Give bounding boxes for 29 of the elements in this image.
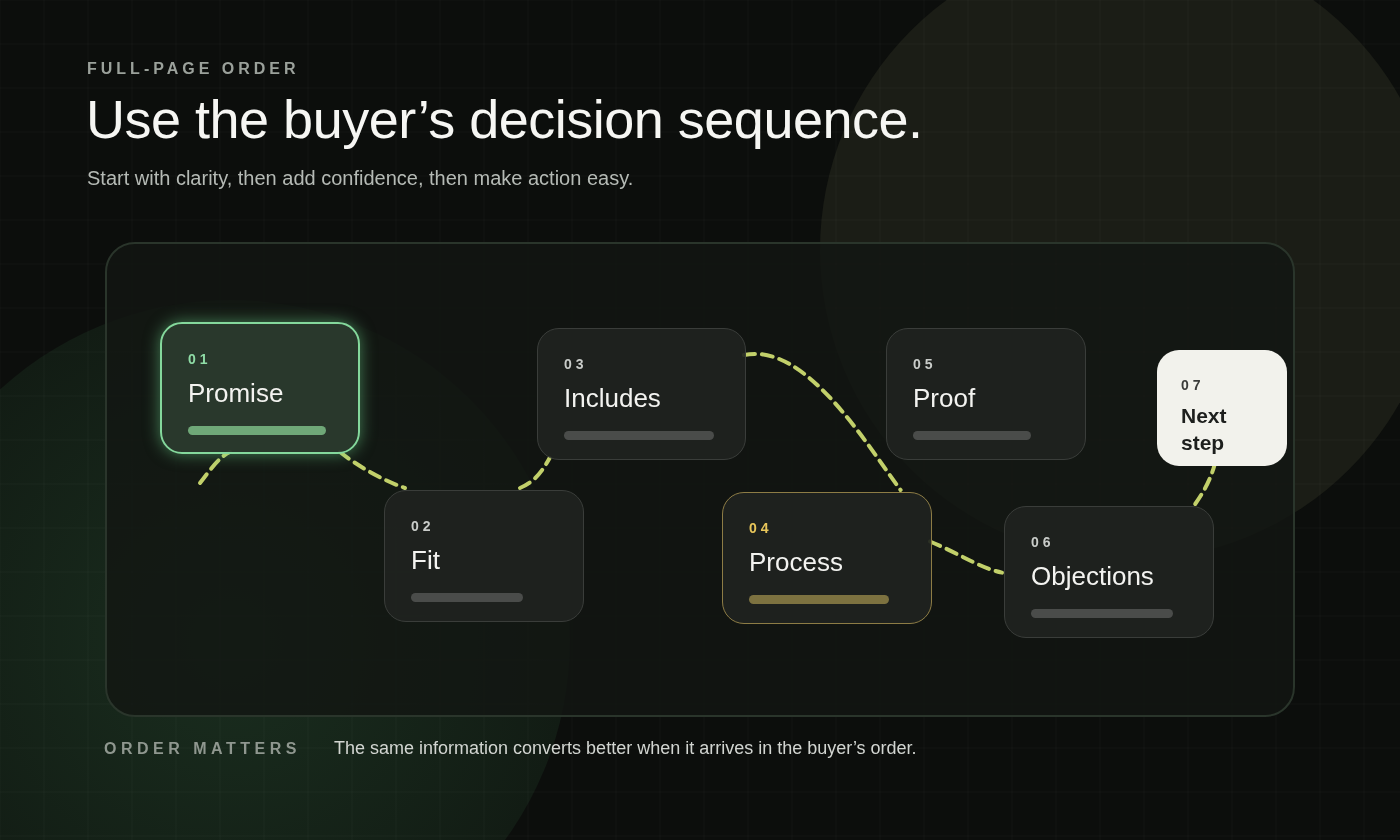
step-number: 01 — [188, 351, 212, 367]
step-card — [722, 492, 932, 624]
step-card — [160, 322, 360, 454]
connector-line — [518, 456, 552, 490]
step-card — [537, 328, 746, 460]
footer-heading: ORDER MATTERS — [104, 740, 301, 758]
step-title: Next step — [1181, 403, 1228, 457]
step-title: Includes — [564, 383, 662, 414]
step-number: 04 — [749, 520, 773, 536]
step-number: 06 — [1031, 534, 1055, 550]
step-title: Fit — [411, 545, 441, 576]
step-card — [384, 490, 584, 622]
step-title: Objections — [1031, 561, 1155, 592]
step-number: 05 — [913, 356, 937, 372]
panel-background — [105, 242, 1295, 717]
footer-note: The same information converts better when it arrives in the buyer’s order. — [334, 738, 917, 759]
title: Use the buyer’s decision sequence. — [86, 88, 923, 150]
eyebrow-text: FULL-PAGE ORDER — [87, 60, 300, 78]
step-title: Proof — [913, 383, 977, 414]
step-card — [1157, 350, 1287, 466]
connector-line — [338, 450, 407, 490]
subtitle-text: Start with clarity, then add confidence, then make action easy. — [87, 167, 634, 190]
step-card — [886, 328, 1086, 460]
step-title: Process — [749, 547, 844, 578]
step-number: 02 — [411, 518, 435, 534]
step-number: 07 — [1181, 377, 1205, 393]
step-card — [1004, 506, 1214, 638]
step-title: Promise — [188, 378, 285, 409]
step-number: 03 — [564, 356, 588, 372]
